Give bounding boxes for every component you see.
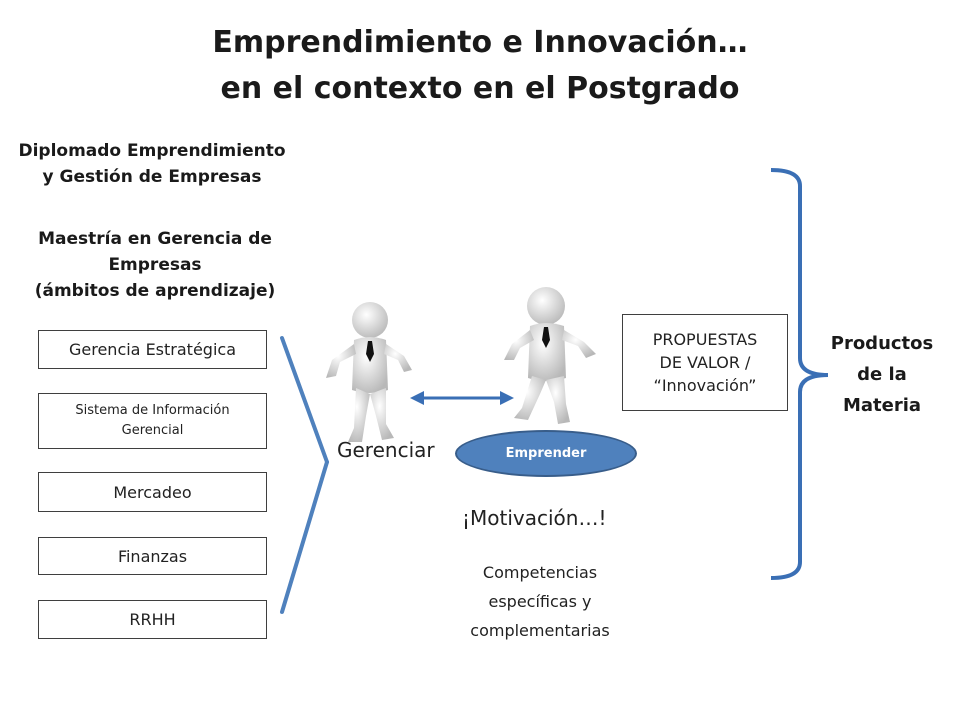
person-figure-emprender-icon — [504, 287, 596, 424]
connector-line-lower — [280, 460, 329, 614]
propuestas-line-2: DE VALOR / — [659, 353, 751, 372]
maestria-line-1: Maestría en Gerencia de — [38, 229, 272, 249]
area-label: RRHH — [129, 610, 176, 629]
maestria-line-2: Empresas — [108, 255, 202, 275]
area-box-gerencia-estrategica: Gerencia Estratégica — [38, 330, 267, 369]
area-box-mercadeo: Mercadeo — [38, 472, 267, 512]
propuestas-box: PROPUESTAS DE VALOR / “Innovación” — [622, 314, 788, 411]
productos-line-2: de la — [857, 364, 907, 385]
competencias-line-3: complementarias — [470, 621, 610, 640]
person-figure-gerenciar-icon — [326, 302, 412, 442]
area-label: Finanzas — [117, 546, 188, 566]
area-label-line-2: Gerencial — [121, 423, 184, 438]
productos-text: Productos de la Materia — [822, 328, 942, 421]
diplomado-line-1: Diplomado Emprendimiento — [18, 141, 286, 161]
productos-line-3: Materia — [842, 395, 922, 416]
propuestas-line-1: PROPUESTAS — [652, 330, 758, 349]
title-line-1: Emprendimiento e Innovación… — [212, 25, 748, 60]
propuestas-line-3: “Innovación” — [653, 376, 757, 395]
diplomado-heading: Diplomado Emprendimiento y Gestión de Em… — [0, 138, 304, 190]
connector-line-upper — [280, 336, 329, 464]
double-arrow — [410, 391, 514, 405]
maestria-line-3: (ámbitos de aprendizaje) — [34, 281, 276, 301]
gerenciar-label: Gerenciar — [337, 438, 435, 462]
bracket — [770, 168, 829, 580]
competencias-line-1: Competencias — [482, 563, 598, 582]
title-line-2: en el contexto en el Postgrado — [220, 71, 740, 106]
area-label: Gerencia Estratégica — [68, 340, 236, 359]
competencias-line-2: específicas y — [488, 592, 592, 611]
maestria-heading: Maestría en Gerencia de Empresas (ámbito… — [0, 226, 310, 304]
page-title: Emprendimiento e Innovación… en el conte… — [0, 20, 960, 112]
productos-line-1: Productos — [830, 333, 934, 354]
emprender-label: Emprender — [505, 446, 587, 461]
diplomado-line-2: y Gestión de Empresas — [42, 167, 262, 187]
area-label: Mercadeo — [113, 482, 192, 502]
motivacion-text: ¡Motivación…! — [462, 506, 607, 530]
area-box-sistema-informacion: Sistema de Información Gerencial — [38, 393, 267, 449]
area-label-line-1: Sistema de Información — [75, 403, 230, 418]
area-box-rrhh: RRHH — [38, 600, 267, 639]
area-box-finanzas: Finanzas — [38, 537, 267, 575]
competencias-text: Competencias específicas y complementari… — [430, 558, 650, 645]
emprender-oval: Emprender — [455, 430, 637, 477]
